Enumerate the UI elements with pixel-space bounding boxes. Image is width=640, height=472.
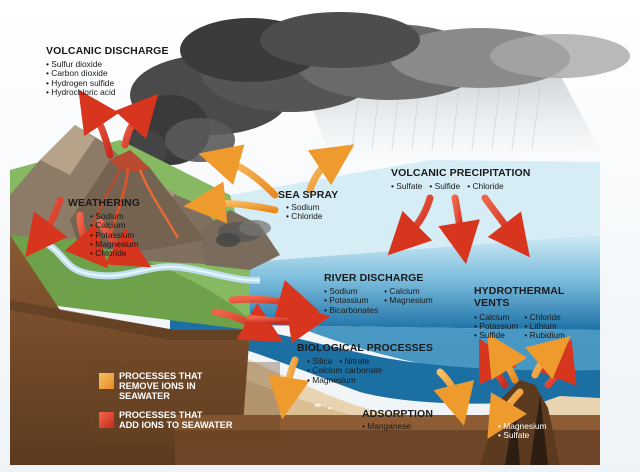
precip-arrow-2 bbox=[438, 194, 480, 265]
sea-spray-item: Chloride bbox=[286, 211, 338, 221]
hydrothermal-item: Potassium bbox=[474, 321, 518, 331]
hydrothermal-item: Rubidium bbox=[524, 330, 565, 340]
sea-spray-arrow-2 bbox=[183, 181, 279, 224]
hydrothermal-vents-label: HYDROTHERMAL VENTS Calcium Potassium Sul… bbox=[474, 285, 565, 341]
legend-add-line: PROCESSES THAT bbox=[119, 410, 203, 420]
legend-remove-line: SEAWATER bbox=[119, 390, 170, 401]
river-discharge-item: Calcium bbox=[384, 286, 433, 296]
river-arrow-3 bbox=[246, 301, 331, 344]
river-discharge-item: Potassium bbox=[324, 295, 378, 305]
sea-spray-item: Sodium bbox=[286, 202, 338, 212]
river-discharge-label: RIVER DISCHARGE Sodium Calcium Potassium… bbox=[324, 272, 433, 315]
volcanic-precipitation-item: Sulfate bbox=[391, 181, 422, 191]
sea-spray-arrow-1 bbox=[198, 144, 279, 199]
volcanic-precipitation-item: Chloride bbox=[467, 181, 503, 191]
river-discharge-title: RIVER DISCHARGE bbox=[324, 272, 424, 284]
weathering-title: WEATHERING bbox=[68, 197, 140, 209]
sea-spray-label: SEA SPRAY Sodium Chloride bbox=[278, 189, 339, 222]
biological-processes-label: BIOLOGICAL PROCESSES Silica Nitrate Calc… bbox=[297, 342, 433, 385]
hydrothermal-bottom-item: Magnesium bbox=[498, 421, 546, 431]
volcanic-discharge-item: Hydrochloric acid bbox=[46, 87, 169, 97]
adsorption-label: ADSORPTION Manganese bbox=[362, 408, 434, 431]
hydrothermal-item: Chloride bbox=[524, 312, 565, 322]
river-discharge-item: Sodium bbox=[324, 286, 378, 296]
hydrothermal-bottom-item: Sulfate bbox=[498, 430, 547, 440]
vent-remove-arrow-3 bbox=[487, 388, 528, 440]
adsorption-title: ADSORPTION bbox=[362, 408, 434, 420]
river-discharge-item: Magnesium bbox=[384, 295, 432, 305]
hydrothermal-vents-title-1: HYDROTHERMAL bbox=[474, 285, 565, 297]
volcanic-precipitation-title: VOLCANIC PRECIPITATION bbox=[391, 167, 531, 179]
volcanic-precipitation-label: VOLCANIC PRECIPITATION Sulfate Sulfide C… bbox=[391, 167, 531, 191]
weathering-item: Potassium bbox=[90, 230, 140, 240]
legend-remove-swatch bbox=[99, 373, 114, 389]
river-discharge-item: Bicarbonates bbox=[324, 305, 378, 315]
vent-remove-arrow-2 bbox=[525, 336, 571, 380]
volcanic-discharge-item: Carbon dioxide bbox=[46, 68, 169, 78]
legend-add-line: ADD IONS TO SEAWATER bbox=[119, 419, 233, 430]
weathering-item: Chloride bbox=[90, 248, 140, 258]
weathering-label: WEATHERING Sodium Calcium Potassium Magn… bbox=[68, 197, 140, 259]
weathering-item: Sodium bbox=[90, 211, 140, 221]
volcanic-precipitation-item: Sulfide bbox=[429, 181, 461, 191]
river-arrow-1 bbox=[211, 303, 284, 343]
volcanic-discharge-arrow-1 bbox=[78, 89, 120, 159]
remove-ion-arrows bbox=[183, 144, 571, 440]
biological-processes-title: BIOLOGICAL PROCESSES bbox=[297, 342, 433, 354]
biological-item: Magnesium bbox=[307, 375, 433, 385]
precip-arrow-1 bbox=[387, 194, 434, 256]
adsorption-item: Manganese bbox=[362, 421, 433, 431]
small-smoke bbox=[216, 220, 271, 247]
volcanic-discharge-item: Sulfur dioxide bbox=[46, 59, 169, 69]
weathering-arrow-1 bbox=[25, 196, 68, 258]
vent-remove-arrow-1 bbox=[487, 333, 528, 384]
weathering-item: Calcium bbox=[90, 220, 140, 230]
volcanic-discharge-item: Hydrogen sulfide bbox=[46, 78, 169, 88]
legend-remove-text: PROCESSES THAT REMOVE IONS IN SEAWATER bbox=[119, 371, 203, 402]
volcanic-smoke-plume bbox=[123, 12, 630, 170]
weathering-item: Magnesium bbox=[90, 239, 140, 249]
legend-remove-line: REMOVE IONS IN bbox=[119, 380, 196, 391]
hydrothermal-vents-title-2: VENTS bbox=[474, 296, 510, 309]
legend-remove-line: PROCESSES THAT bbox=[119, 371, 203, 381]
hydrothermal-item: Calcium bbox=[474, 312, 518, 322]
precip-arrow-3 bbox=[481, 194, 530, 258]
bio-arrow-1 bbox=[267, 356, 310, 420]
volcanic-discharge-arrow-2 bbox=[114, 93, 159, 149]
sea-spray-title: SEA SPRAY bbox=[278, 189, 339, 201]
hydrothermal-item: Sulfide bbox=[474, 330, 518, 340]
hydrothermal-bottom-label: Magnesium Sulfate bbox=[498, 421, 547, 441]
soil-cross-section bbox=[10, 235, 250, 465]
volcanic-discharge-label: VOLCANIC DISCHARGE Sulfur dioxide Carbon… bbox=[46, 45, 169, 97]
biological-item: Calcium carbonate bbox=[307, 365, 433, 375]
biological-item: Nitrate bbox=[339, 356, 370, 366]
volcanic-discharge-title: VOLCANIC DISCHARGE bbox=[46, 45, 169, 57]
biological-item: Silica bbox=[307, 356, 332, 366]
legend-add-text: PROCESSES THAT ADD IONS TO SEAWATER bbox=[119, 410, 233, 431]
legend-add-swatch bbox=[99, 412, 114, 428]
hydrothermal-item: Lithium bbox=[524, 321, 565, 331]
adsorption-arrow bbox=[433, 368, 475, 426]
seafloor-shells bbox=[313, 402, 402, 416]
sea-spray-arrow-3 bbox=[306, 144, 355, 194]
